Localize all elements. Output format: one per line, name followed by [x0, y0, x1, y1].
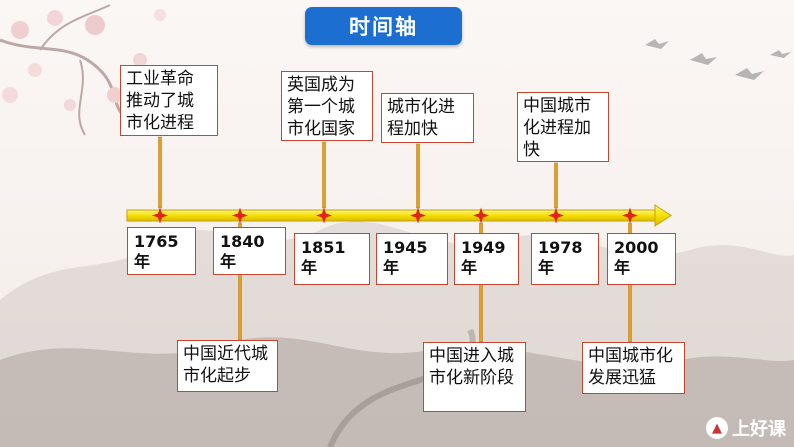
event-line: 市化起步 — [183, 366, 251, 386]
page-title: 时间轴 — [305, 7, 462, 45]
event-box-1978: 中国城市 化进程加 快 — [517, 92, 609, 162]
year-unit: 年 — [134, 252, 151, 271]
year-label: 1851 — [301, 238, 346, 257]
connector-1851 — [322, 141, 326, 209]
logo-text: 上好课 — [732, 419, 786, 440]
year-box-1851: 1851 年 — [294, 233, 370, 285]
event-line: 程加快 — [387, 119, 438, 139]
event-line: 中国城市 — [523, 96, 591, 116]
year-box-1949: 1949 年 — [454, 233, 519, 285]
event-line: 快 — [523, 140, 540, 160]
timeline-marker-1949 — [473, 207, 489, 224]
year-unit: 年 — [301, 258, 318, 277]
event-line: 中国近代城 — [183, 344, 268, 364]
timeline-marker-1765 — [152, 207, 168, 224]
event-box-1765: 工业革命 推动了城 市化进程 — [120, 65, 218, 136]
logo-icon: ▲ — [706, 417, 728, 439]
year-label: 1765 — [134, 232, 179, 251]
year-box-1978: 1978 年 — [531, 233, 599, 285]
timeline-marker-1978 — [548, 207, 564, 224]
event-box-2000: 中国城市化 发展迅猛 — [582, 342, 685, 394]
event-line: 市化国家 — [287, 119, 355, 139]
connector-1945 — [416, 143, 420, 209]
year-label: 1840 — [220, 232, 265, 251]
year-unit: 年 — [538, 258, 555, 277]
year-unit: 年 — [461, 258, 478, 277]
connector-1765 — [158, 136, 162, 209]
event-line: 发展迅猛 — [588, 368, 656, 388]
year-box-1840: 1840 年 — [213, 227, 286, 275]
year-box-2000: 2000 年 — [607, 233, 676, 285]
year-unit: 年 — [614, 258, 631, 277]
event-line: 城市化进 — [387, 97, 455, 117]
event-line: 中国城市化 — [588, 346, 673, 366]
event-box-1949: 中国进入城 市化新阶段 — [423, 342, 526, 412]
year-box-1765: 1765 年 — [127, 227, 196, 275]
timeline-bar — [126, 209, 658, 222]
event-box-1840: 中国近代城 市化起步 — [177, 340, 278, 392]
timeline-arrowhead — [654, 204, 672, 227]
year-unit: 年 — [383, 258, 400, 277]
event-line: 市化进程 — [126, 113, 194, 133]
timeline-marker-2000 — [622, 207, 638, 224]
timeline-marker-1851 — [316, 207, 332, 224]
year-label: 2000 — [614, 238, 659, 257]
year-label: 1945 — [383, 238, 428, 257]
event-line: 工业革命 — [126, 69, 194, 89]
event-line: 化进程加 — [523, 118, 591, 138]
event-box-1945: 城市化进 程加快 — [381, 93, 474, 143]
logo: ▲ 上好课 — [706, 415, 786, 441]
event-line: 市化新阶段 — [429, 368, 514, 388]
event-line: 推动了城 — [126, 91, 194, 111]
connector-1978 — [554, 162, 558, 209]
year-label: 1949 — [461, 238, 506, 257]
event-line: 中国进入城 — [429, 346, 514, 366]
year-box-1945: 1945 年 — [376, 233, 448, 285]
timeline-marker-1840 — [232, 207, 248, 224]
event-line: 第一个城 — [287, 97, 355, 117]
timeline-marker-1945 — [410, 207, 426, 224]
event-line: 英国成为 — [287, 75, 355, 95]
year-label: 1978 — [538, 238, 583, 257]
year-unit: 年 — [220, 252, 237, 271]
event-box-1851: 英国成为 第一个城 市化国家 — [281, 71, 373, 141]
